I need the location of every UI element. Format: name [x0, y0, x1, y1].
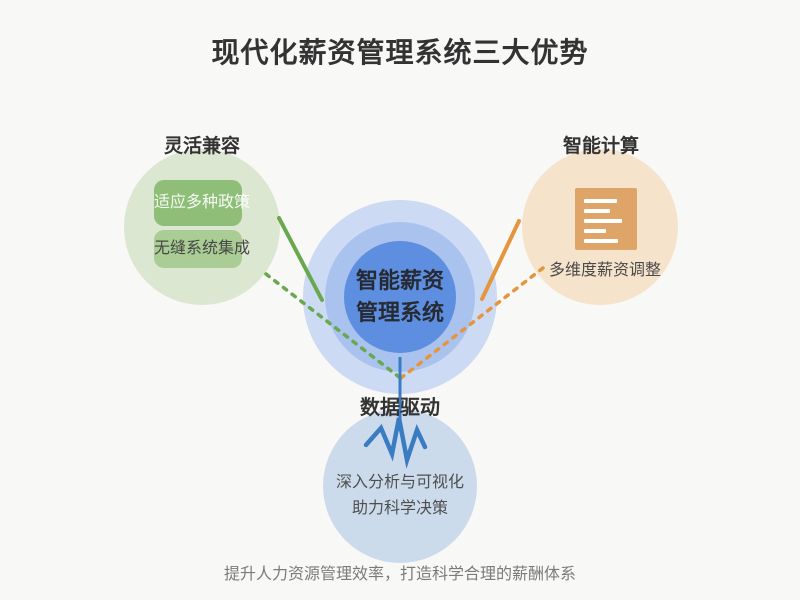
document-lines-icon [575, 188, 637, 250]
flexible-circle [124, 149, 280, 305]
center-system-label: 智能薪资 管理系统 [330, 265, 470, 329]
footer-tagline: 提升人力资源管理效率，打造科学合理的薪酬体系 [223, 566, 576, 583]
page-title: 现代化薪资管理系统三大优势 [211, 37, 589, 68]
data-description-line1: 深入分析与可视化 [335, 474, 464, 491]
smart-branch-title: 智能计算 [562, 136, 639, 157]
data-branch-title: 数据驱动 [360, 397, 440, 419]
document-line [584, 229, 606, 233]
data-description: 深入分析与可视化 助力科学决策 [300, 470, 500, 522]
flexible-item-integration: 无缝系统集成 [154, 230, 250, 268]
flexible-item-policy: 适应多种政策 [154, 180, 250, 226]
document-line [584, 199, 617, 203]
document-line [584, 209, 610, 213]
center-label-line1: 智能薪资 [355, 268, 444, 293]
flexible-branch-title: 灵活兼容 [163, 136, 240, 157]
data-description-line2: 助力科学决策 [351, 500, 448, 517]
document-line [584, 239, 618, 243]
document-line [584, 219, 622, 223]
center-label-line2: 管理系统 [355, 300, 444, 325]
smart-caption: 多维度薪资调整 [548, 262, 661, 279]
